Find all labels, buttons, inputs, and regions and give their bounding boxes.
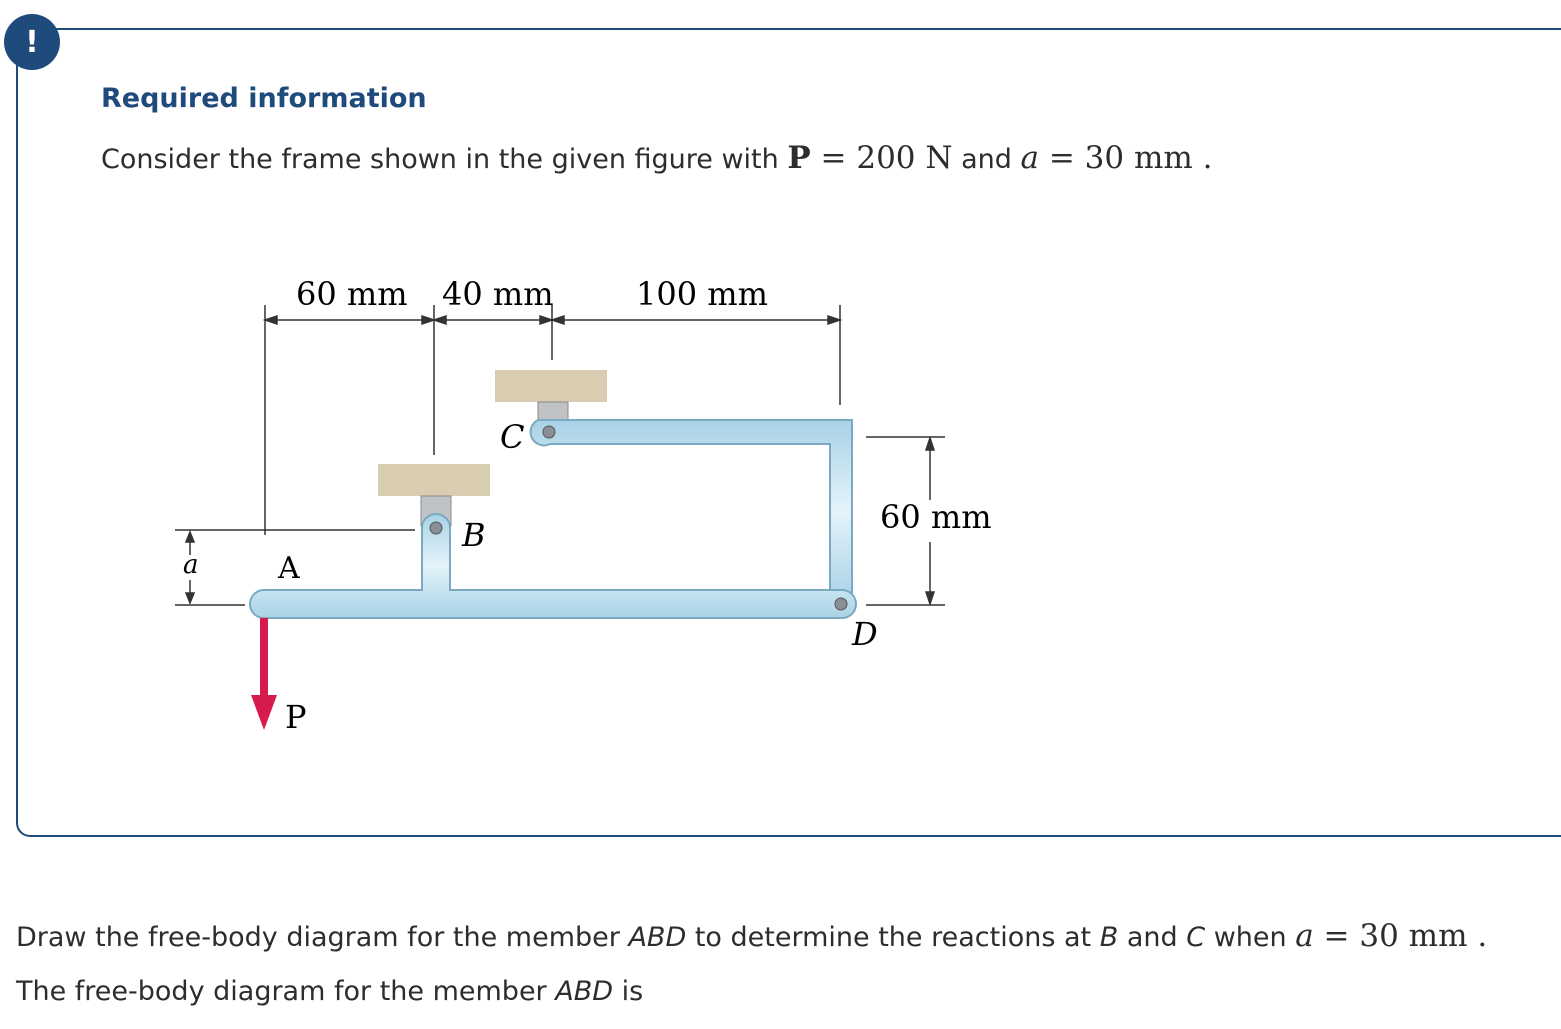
followup-text: The free-body diagram for the member ABD…	[16, 976, 644, 1007]
pin-d	[834, 597, 848, 611]
question-text: Draw the free-body diagram for the membe…	[16, 918, 1488, 954]
member-abd	[249, 513, 857, 619]
load-arrow-shaft	[260, 618, 268, 700]
and-text: and	[961, 144, 1012, 175]
exclamation-icon: !	[4, 14, 60, 70]
support-b-block	[378, 464, 490, 496]
label-a: a	[183, 550, 199, 580]
load-arrow-head	[251, 695, 277, 730]
dim-60mm-right: 60 mm	[880, 498, 992, 536]
dim-100mm: 100 mm	[636, 275, 768, 313]
label-C: C	[500, 418, 524, 456]
pin-c	[542, 425, 556, 439]
member-abd-label: ABD	[628, 922, 687, 953]
required-information-panel	[16, 28, 1561, 837]
label-P: P	[285, 698, 307, 736]
dimension-60mm-right	[866, 435, 945, 607]
problem-statement: Consider the frame shown in the given fi…	[101, 140, 1212, 176]
required-information-heading: Required information	[101, 83, 427, 114]
top-dimension-lines	[262, 305, 843, 535]
dim-60mm-top: 60 mm	[296, 275, 408, 313]
member-cd	[529, 419, 853, 603]
label-B: B	[461, 516, 486, 554]
frame-figure: 60 mm 40 mm 100 mm a 60 mm A B C D P	[175, 275, 992, 736]
intro-text: Consider the frame shown in the given fi…	[101, 144, 779, 175]
support-c-block	[495, 370, 607, 402]
a-value: a = 30 mm .	[1020, 140, 1213, 176]
dim-40mm: 40 mm	[442, 275, 554, 313]
label-A: A	[277, 551, 300, 586]
p-value: P = 200 N	[787, 140, 953, 176]
dimension-a	[175, 529, 415, 606]
pin-b	[429, 521, 443, 535]
label-D: D	[851, 615, 878, 653]
a-value-question: a = 30 mm .	[1295, 918, 1488, 954]
